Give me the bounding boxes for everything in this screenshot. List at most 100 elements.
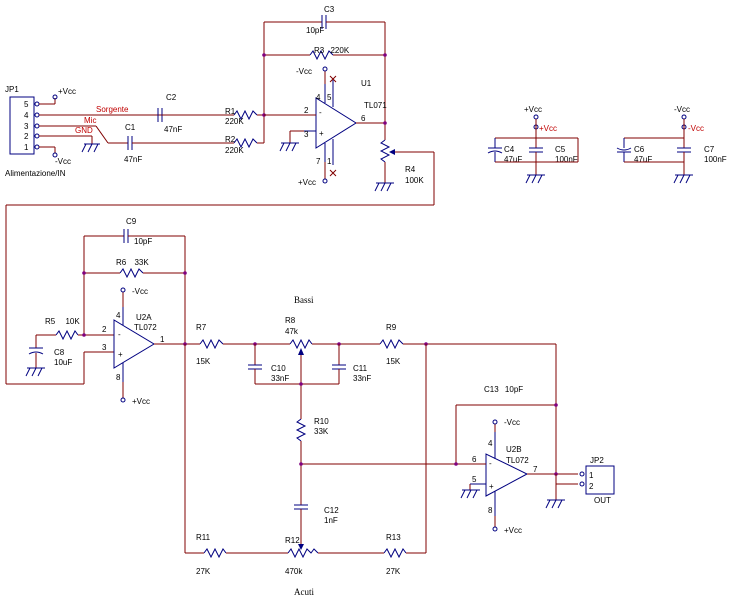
r12-value: 470k <box>285 567 303 576</box>
r10-ref: R10 <box>314 417 329 426</box>
jp2-connector: 1 2 JP2 OUT <box>545 456 615 509</box>
u2a-vpos: +Vcc <box>132 397 150 406</box>
u2b-ref: U2B <box>506 445 522 454</box>
tone-bassi-label: Bassi <box>294 295 314 305</box>
u2a-ref: U2A <box>136 313 152 322</box>
capacitor-c10: C10 33nF <box>248 344 339 386</box>
c10-ref: C10 <box>271 364 286 373</box>
r11-ref: R11 <box>196 533 211 542</box>
r3-value: 220K <box>330 46 349 55</box>
jp1-net-vcc-pos: +Vcc <box>58 87 76 96</box>
u2b-vpos: +Vcc <box>504 526 522 535</box>
u1-pin5: 5 <box>327 93 332 102</box>
capacitor-c8: C8 10uF <box>25 335 72 377</box>
r10-value: 33K <box>314 427 329 436</box>
r8-value: 47k <box>285 327 299 336</box>
r6-ref: R6 <box>116 258 127 267</box>
u2b-pin4: 4 <box>488 439 493 448</box>
jp1-pin2: 2 <box>24 132 29 141</box>
resistor-r1: R1 220K <box>225 107 264 126</box>
svg-text:+: + <box>319 129 324 138</box>
u2b-pin8: 8 <box>488 506 493 515</box>
jp1-pin4: 4 <box>24 111 29 120</box>
u2a-pin1: 1 <box>160 335 165 344</box>
jp2-ref: JP2 <box>590 456 604 465</box>
c2-ref: C2 <box>166 93 177 102</box>
u1-feedback: C3 10pF R3 220K <box>262 5 387 122</box>
potentiometer-r4: R4 100K <box>374 121 435 205</box>
u1-pin4: 4 <box>316 93 321 102</box>
c2-value: 47nF <box>164 125 182 134</box>
r4-ref: R4 <box>405 165 416 174</box>
c13-label: C13 10pF <box>484 385 523 394</box>
c4-value: 47uF <box>504 155 522 164</box>
svg-text:-: - <box>489 459 492 468</box>
r3-ref: R3 <box>314 46 325 55</box>
resistor-r7: R7 15K <box>196 323 290 366</box>
u1-vneg: -Vcc <box>296 67 312 76</box>
jp1-pin5: 5 <box>24 100 29 109</box>
u2b-vneg: -Vcc <box>504 418 520 427</box>
resistor-r9: R9 15K <box>379 323 557 474</box>
c7-ref: C7 <box>704 145 715 154</box>
jp1-net-mic: Mic <box>84 116 96 125</box>
jp2-name: OUT <box>594 496 611 505</box>
c13-value: 10pF <box>505 385 523 394</box>
jp1-wiring: +Vcc Sorgente Mic GND -Vcc <box>39 87 158 166</box>
decoup-vcc-pos-label: +Vcc <box>524 105 542 114</box>
u2a-pin8: 8 <box>116 373 121 382</box>
r8-ref: R8 <box>285 316 296 325</box>
decoupling-neg: -Vcc -Vcc C6 47uF C7 100nF <box>616 105 727 184</box>
r2-value: 220K <box>225 146 244 155</box>
r9-value: 15K <box>386 357 401 366</box>
r4-value: 100K <box>405 176 424 185</box>
c6-ref: C6 <box>634 145 645 154</box>
jp1-pin3: 3 <box>24 122 29 131</box>
c9-ref: C9 <box>126 217 137 226</box>
decoup-vcc-neg-label: -Vcc <box>674 105 690 114</box>
resistor-r10: R10 33K <box>295 417 474 505</box>
c5-value: 100nF <box>555 155 578 164</box>
resistor-r5: R5 10K <box>36 317 114 341</box>
u1-ground <box>279 130 304 152</box>
u1-pin2: 2 <box>304 106 309 115</box>
u1-pin6: 6 <box>361 114 366 123</box>
svg-text:+: + <box>489 482 494 491</box>
u2a-pin4: 4 <box>116 311 121 320</box>
r13-value: 27K <box>386 567 401 576</box>
svg-text:-: - <box>319 108 322 117</box>
c11-ref: C11 <box>353 364 368 373</box>
r1-value: 220K <box>225 117 244 126</box>
r6-value: 33K <box>134 258 149 267</box>
r9-ref: R9 <box>386 323 397 332</box>
r7-value: 15K <box>196 357 211 366</box>
c10-value: 33nF <box>271 374 289 383</box>
r13-ref: R13 <box>386 533 401 542</box>
u1-part: TL071 <box>364 101 387 110</box>
c12-ref: C12 <box>324 506 339 515</box>
c12-value: 1nF <box>324 516 338 525</box>
r11-value: 27K <box>196 567 211 576</box>
capacitor-c12: C12 1nF <box>294 504 339 550</box>
u1-ref: U1 <box>361 79 372 88</box>
r5-label: R5 10K <box>45 317 80 326</box>
svg-text:-: - <box>118 330 121 339</box>
u2b-part: TL072 <box>506 456 529 465</box>
r5-value: 10K <box>65 317 80 326</box>
u2a-pin2: 2 <box>102 325 107 334</box>
capacitor-c1: C1 47nF <box>122 123 234 164</box>
c1-value: 47nF <box>124 155 142 164</box>
u1-vpos: +Vcc <box>298 178 316 187</box>
opamp-u1: - + 2 3 6 4 5 7 1 U1 TL071 -Vcc +Vcc <box>264 66 387 187</box>
c13-ref: C13 <box>484 385 499 394</box>
c9-value: 10pF <box>134 237 152 246</box>
u1-pin1: 1 <box>327 157 332 166</box>
r12-ref: R12 <box>285 536 300 545</box>
c7-value: 100nF <box>704 155 727 164</box>
capacitor-c11: C11 33nF <box>332 344 371 384</box>
capacitor-c2: C2 47nF <box>157 93 234 134</box>
c5-ref: C5 <box>555 145 566 154</box>
resistor-r2: R2 220K <box>225 115 265 155</box>
